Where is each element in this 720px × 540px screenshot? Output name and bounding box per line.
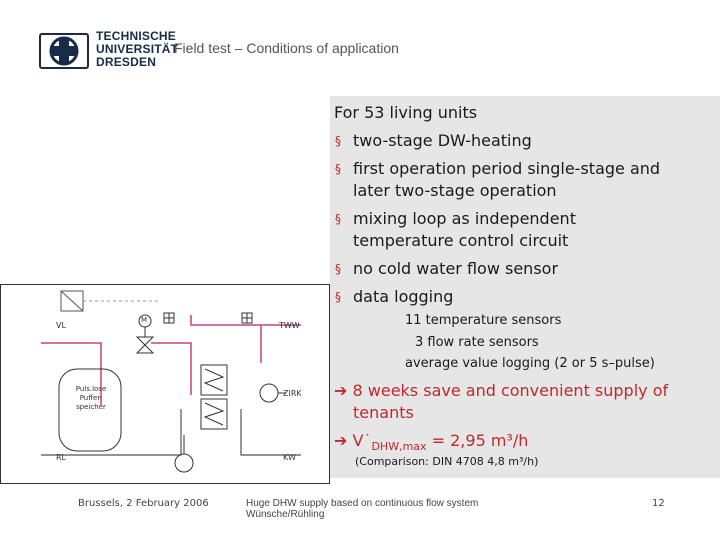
arrow-right-icon: ➔ — [334, 381, 353, 400]
bullet-marker: § — [335, 290, 341, 304]
flow-rate-result: ➔ V˙DHW,max = 2,95 m³/h — [334, 430, 528, 458]
tu-dresden-logo-icon — [39, 33, 89, 69]
label-kw: KW — [283, 453, 296, 462]
footer-authors: Wünsche/Rühling — [246, 509, 325, 520]
sub-item: 11 temperature sensors — [405, 313, 562, 328]
sub-item: 3 flow rate sensors — [415, 335, 539, 350]
bullet-marker: § — [335, 162, 341, 176]
bullet-item-continuation: later two-stage operation — [353, 181, 557, 200]
bullet-item-continuation: temperature control circuit — [353, 231, 569, 250]
tank-label: Puls.lose Puffer- speicher — [75, 385, 107, 411]
bullet-item: first operation period single-stage and — [353, 159, 661, 178]
sub-item: average value logging (2 or 5 s–pulse) — [405, 356, 655, 371]
flow-subscript: DHW,max — [371, 440, 427, 454]
bullet-item: no cold water flow sensor — [353, 259, 559, 278]
result-line: ➔ 8 weeks save and convenient supply of — [334, 380, 668, 402]
footer-info: Huge DHW supply based on continuous flow… — [246, 498, 478, 520]
hydraulic-diagram: VL RL TWW KW ZIRK M Puls.lose Puffer- sp… — [0, 284, 330, 484]
comparison-note: (Comparison: DIN 4708 4,8 m³/h) — [355, 455, 539, 468]
heat-exchanger-1 — [200, 364, 228, 396]
intro-text: For 53 living units — [334, 103, 478, 122]
bullet-item: two-stage DW-heating — [353, 131, 532, 150]
university-logo: TECHNISCHE UNIVERSITÄT DRESDEN — [38, 30, 178, 72]
label-tww: TWW — [279, 321, 300, 330]
bullet-marker: § — [335, 212, 341, 226]
arrow-right-icon: ➔ — [334, 431, 353, 450]
primary-pump-icon — [174, 453, 194, 473]
page-number: 12 — [652, 498, 665, 509]
flow-value: = 2,95 m³/h — [426, 431, 529, 450]
bullet-item: data logging — [353, 287, 454, 306]
circulation-pump-icon — [259, 383, 279, 403]
result-line-continuation: tenants — [353, 403, 414, 422]
footer-date: Brussels, 2 February 2006 — [78, 498, 209, 509]
label-vl: VL — [56, 321, 66, 330]
slide-title: Field test – Conditions of application — [174, 40, 399, 56]
logo-wordmark: TECHNISCHE UNIVERSITÄT DRESDEN — [96, 29, 179, 69]
label-zirk: ZIRK — [283, 389, 302, 398]
flow-symbol: V˙ — [352, 431, 372, 450]
bullet-marker: § — [335, 262, 341, 276]
content-panel — [330, 96, 720, 478]
buffer-tank — [58, 368, 122, 452]
hydraulic-schematic — [41, 290, 301, 473]
heat-exchanger-2 — [200, 398, 228, 430]
label-rl: RL — [56, 453, 67, 462]
bullet-marker: § — [335, 134, 341, 148]
bullet-item: mixing loop as independent — [353, 209, 576, 228]
footer-topic: Huge DHW supply based on continuous flow… — [246, 498, 479, 509]
result-text: 8 weeks save and convenient supply of — [352, 381, 669, 400]
label-motor: M — [141, 316, 148, 324]
